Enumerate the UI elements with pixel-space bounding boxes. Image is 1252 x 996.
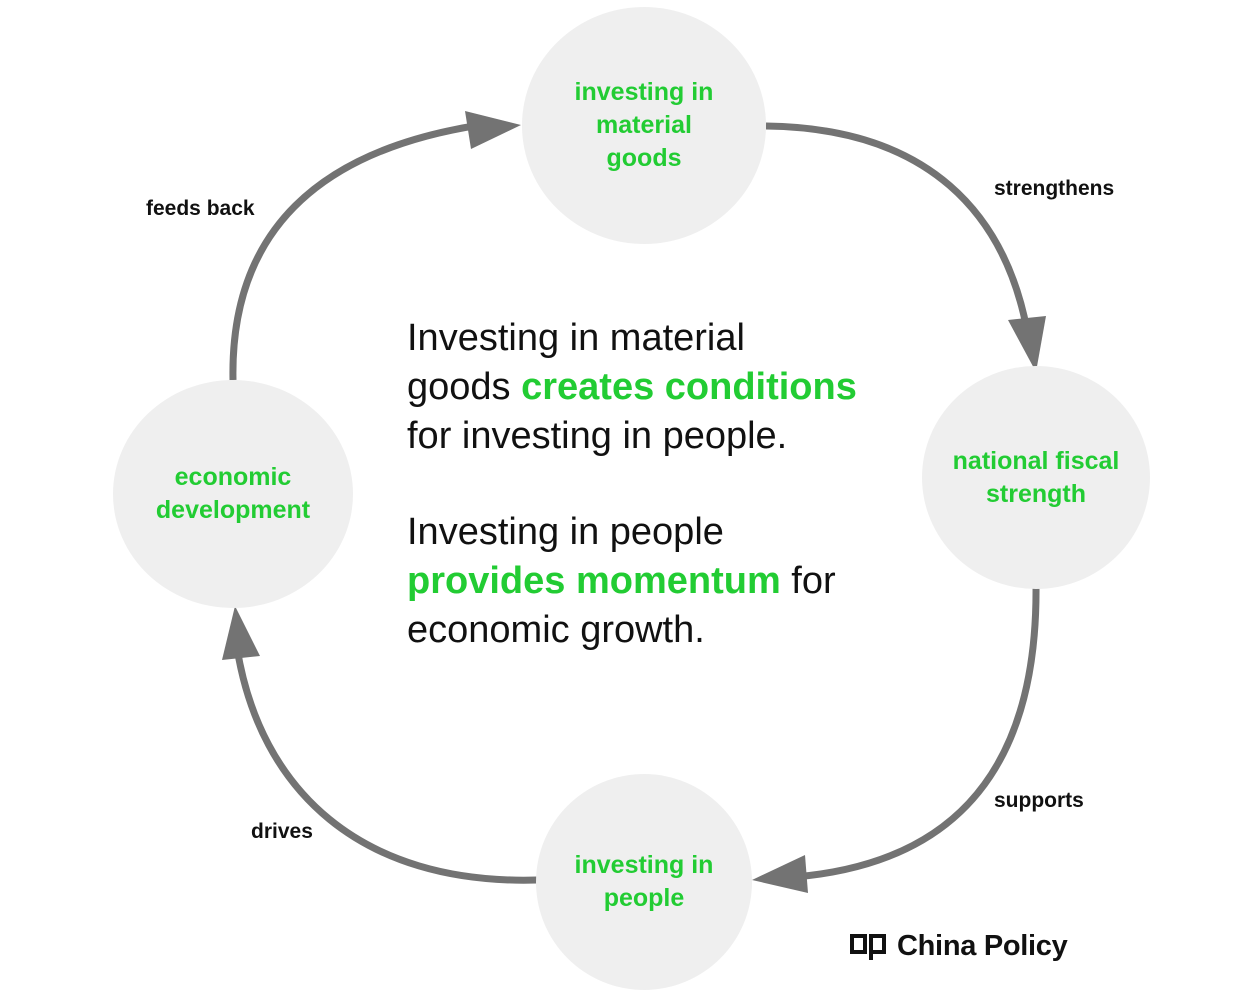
edge-label-feeds-back: feeds back (146, 197, 255, 220)
arrow-left-to-top (229, 121, 481, 381)
p1-line-2: goods creates conditions (407, 363, 927, 412)
p1-line-1: Investing in material (407, 317, 745, 359)
edge-label-drives: drives (251, 820, 313, 843)
brand: China Policy (849, 930, 1068, 963)
node-investing-people: investing in people (536, 774, 752, 990)
node-economic-development: economic development (113, 380, 353, 608)
arrow-top-to-right (765, 122, 1031, 331)
brand-name: China Policy (897, 930, 1068, 962)
node-investing-people-label: investing in people (574, 851, 714, 912)
node-fiscal-strength-label: national fiscal strength (952, 446, 1120, 508)
p2-suffix: for (780, 560, 836, 602)
p2-line-1: Investing in people (407, 511, 724, 553)
edge-label-supports: supports (994, 789, 1084, 812)
arrow-right-to-bottom (794, 584, 1040, 881)
arrowhead-top (465, 111, 521, 149)
p2-line-2: provides momentum for (407, 557, 927, 606)
p2-line-3: economic growth. (407, 609, 705, 651)
p1-line-3: for investing in people. (407, 415, 788, 457)
center-paragraph-2: Investing in people provides momentum fo… (407, 508, 927, 655)
arrow-bottom-to-left (233, 647, 538, 884)
china-policy-logo-icon (850, 933, 886, 960)
node-material-goods-label: investing in material goods (574, 78, 714, 172)
node-material-goods: investing in material goods (522, 7, 766, 244)
p1-highlight: creates conditions (521, 366, 857, 408)
arrowhead-bottom (752, 855, 808, 893)
center-paragraph-1: Investing in material goods creates cond… (407, 314, 927, 461)
node-fiscal-strength: national fiscal strength (922, 366, 1150, 589)
arrowhead-left (222, 606, 260, 660)
p2-highlight: provides momentum (407, 560, 781, 602)
arrowhead-right (1008, 316, 1046, 372)
edge-label-strengthens: strengthens (994, 177, 1115, 200)
node-economic-development-label: economic development (155, 463, 311, 524)
p1-prefix: goods (407, 366, 522, 408)
